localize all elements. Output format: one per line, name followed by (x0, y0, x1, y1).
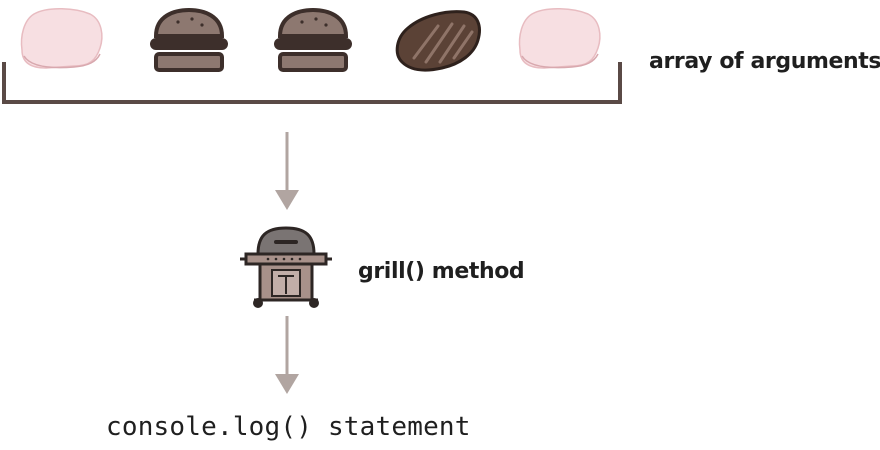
array-of-arguments-label: array of arguments (649, 49, 880, 74)
raw-meat-icon (20, 8, 103, 69)
arrow-down-icon (275, 316, 299, 394)
console-log-statement-label: console.log() statement (106, 412, 471, 442)
grilled-steak-icon (395, 10, 481, 72)
burger-patty-icon (274, 8, 352, 72)
array-bracket (2, 62, 622, 104)
grill-icon (240, 226, 332, 308)
arrow-down-icon (275, 132, 299, 210)
grill-method-label: grill() method (358, 259, 525, 284)
burger-patty-icon (150, 8, 228, 72)
raw-meat-icon (518, 8, 601, 69)
